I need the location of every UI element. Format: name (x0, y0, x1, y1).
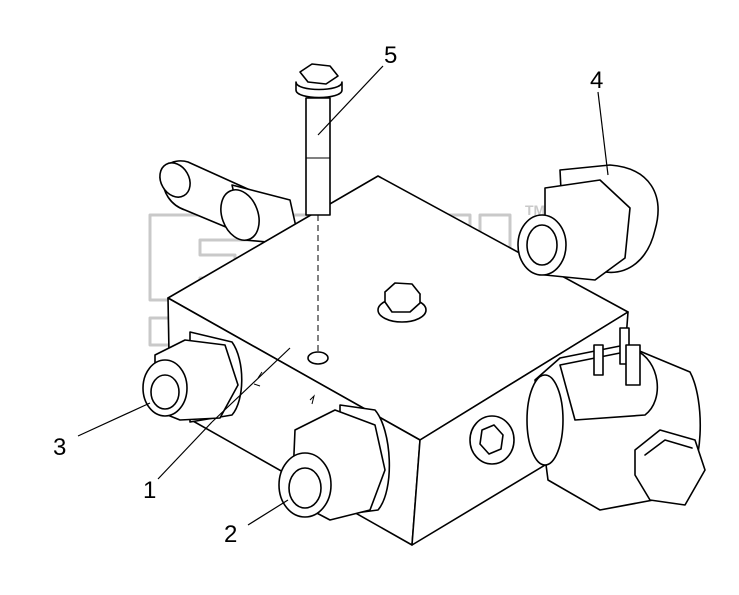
callout-1: 1 (143, 477, 156, 504)
callout-4: 4 (590, 67, 603, 94)
callout-leaders (77, 65, 609, 526)
callout-5: 5 (384, 42, 397, 69)
fitting-2 (278, 404, 391, 521)
socket-plug (469, 415, 515, 465)
top-hex-plug (377, 282, 427, 323)
fitting-4 (517, 164, 659, 281)
solenoid (526, 327, 706, 511)
watermark-trademark: TM (525, 202, 545, 218)
callout-2: 2 (224, 521, 237, 548)
top-left-fitting (159, 160, 301, 246)
callout-3: 3 (53, 434, 66, 461)
fitting-3 (142, 331, 243, 423)
bolt (295, 63, 343, 365)
